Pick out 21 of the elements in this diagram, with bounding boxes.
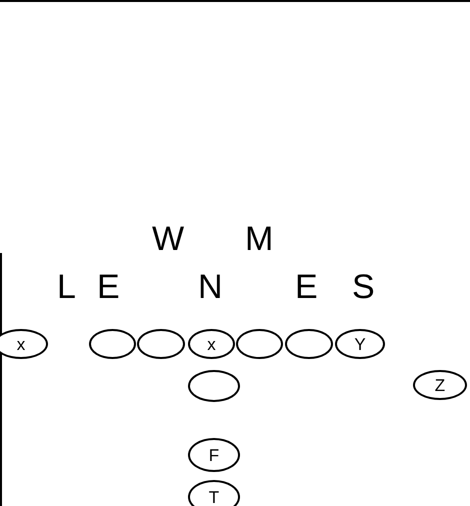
player-letter: x (16, 336, 26, 352)
position-letter: E (295, 270, 318, 304)
player-ellipse (413, 370, 467, 400)
player-letter: Z (434, 376, 446, 394)
position-letter: N (198, 270, 223, 304)
position-letter: S (352, 270, 375, 304)
player-ellipse (188, 480, 240, 506)
position-letter: L (57, 270, 76, 304)
player-letter: x (207, 336, 216, 352)
player-letter: Y (354, 336, 366, 352)
player-letter: F (208, 446, 220, 464)
position-letter: W (152, 222, 184, 256)
player-letter: T (208, 488, 220, 506)
player-ellipse (0, 329, 48, 359)
player-ellipse (188, 329, 235, 359)
empty-player-ellipse (188, 370, 240, 402)
player-ellipse (335, 329, 385, 359)
empty-player-ellipse (285, 329, 333, 359)
position-letter: E (97, 270, 120, 304)
player-ellipse (188, 438, 240, 472)
position-letter: M (245, 222, 274, 256)
